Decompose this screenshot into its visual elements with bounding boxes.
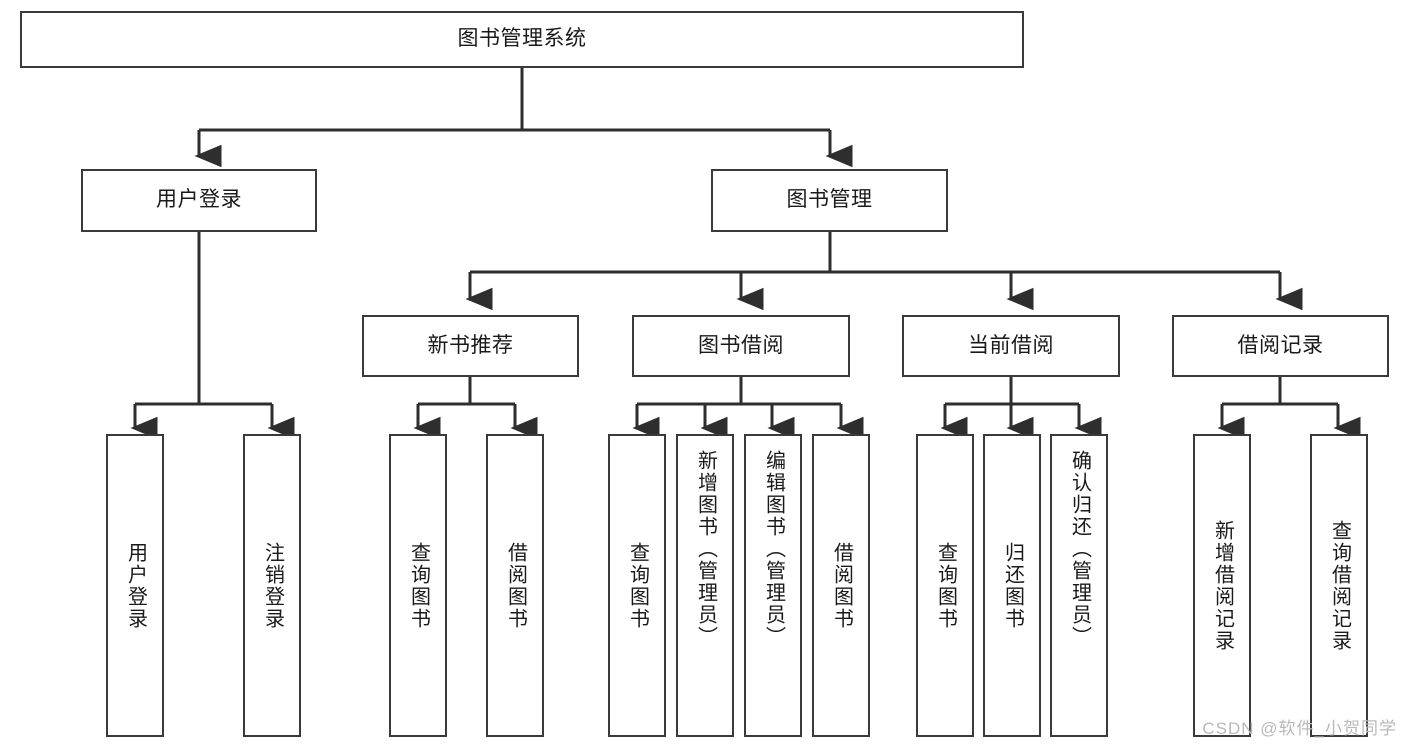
leaf-current-borrow-confirm[interactable]: 确认归还（管理员）	[1050, 434, 1108, 737]
node-borrow-record[interactable]: 借阅记录	[1172, 315, 1389, 377]
node-current-borrow-label: 当前借阅	[968, 333, 1054, 357]
leaf-new-book-query[interactable]: 查询图书	[389, 434, 447, 737]
node-book-borrow-label: 图书借阅	[698, 333, 784, 357]
leaf-book-borrow-query-label: 查询图书	[626, 541, 649, 630]
leaf-book-borrow-borrow[interactable]: 借阅图书	[812, 434, 870, 737]
watermark-csdn: CSDN @软件_小贺同学	[1202, 719, 1397, 738]
node-new-book-recommend-label: 新书推荐	[427, 333, 514, 357]
leaf-book-borrow-edit[interactable]: 编辑图书（管理员）	[744, 434, 802, 737]
node-current-borrow[interactable]: 当前借阅	[902, 315, 1120, 377]
leaf-current-borrow-return[interactable]: 归还图书	[983, 434, 1041, 737]
node-new-book-recommend[interactable]: 新书推荐	[362, 315, 579, 377]
leaf-book-borrow-add-label: 新增图书（管理员）	[694, 450, 717, 648]
leaf-user-login-logout-label: 注销登录	[261, 541, 284, 630]
leaf-current-borrow-return-label: 归还图书	[1001, 541, 1024, 630]
node-user-login[interactable]: 用户登录	[81, 169, 317, 232]
leaf-new-book-borrow[interactable]: 借阅图书	[486, 434, 544, 737]
node-book-management[interactable]: 图书管理	[711, 169, 948, 232]
leaf-current-borrow-query[interactable]: 查询图书	[916, 434, 974, 737]
leaf-borrow-record-query[interactable]: 查询借阅记录	[1310, 434, 1368, 737]
leaf-book-borrow-query[interactable]: 查询图书	[608, 434, 666, 737]
leaf-borrow-record-query-label: 查询借阅记录	[1328, 519, 1351, 652]
leaf-current-borrow-confirm-label: 确认归还（管理员）	[1068, 450, 1091, 648]
leaf-user-login-login[interactable]: 用户登录	[106, 434, 164, 737]
leaf-new-book-borrow-label: 借阅图书	[504, 541, 527, 630]
leaf-user-login-login-label: 用户登录	[124, 541, 147, 630]
node-root[interactable]: 图书管理系统	[20, 11, 1024, 68]
node-borrow-record-label: 借阅记录	[1237, 333, 1324, 357]
node-user-login-label: 用户登录	[156, 188, 242, 212]
leaf-borrow-record-add-label: 新增借阅记录	[1211, 519, 1234, 652]
leaf-book-borrow-add[interactable]: 新增图书（管理员）	[676, 434, 734, 737]
leaf-book-borrow-borrow-label: 借阅图书	[830, 541, 853, 630]
node-book-borrow[interactable]: 图书借阅	[632, 315, 850, 377]
node-root-label: 图书管理系统	[457, 27, 587, 51]
node-book-management-label: 图书管理	[786, 188, 873, 212]
leaf-new-book-query-label: 查询图书	[407, 541, 430, 630]
leaf-book-borrow-edit-label: 编辑图书（管理员）	[762, 450, 785, 648]
leaf-borrow-record-add[interactable]: 新增借阅记录	[1193, 434, 1251, 737]
leaf-user-login-logout[interactable]: 注销登录	[243, 434, 301, 737]
leaf-current-borrow-query-label: 查询图书	[934, 541, 957, 630]
